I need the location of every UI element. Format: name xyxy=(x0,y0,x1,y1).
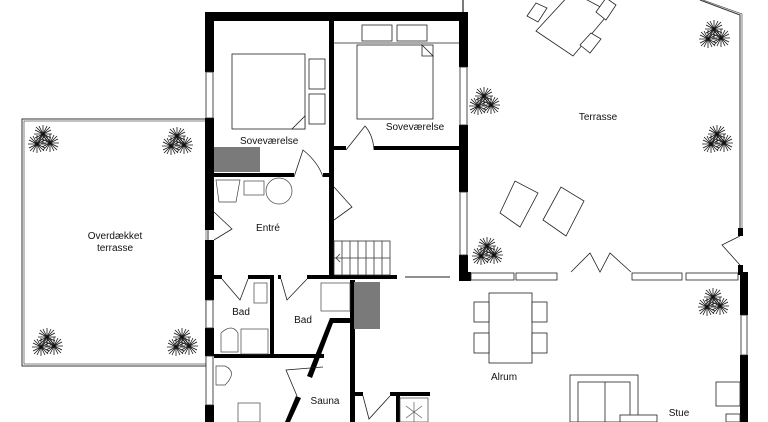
windows xyxy=(205,66,748,406)
room-label-alrum: Alrum xyxy=(490,372,518,383)
closet xyxy=(354,282,380,329)
closet xyxy=(214,147,260,172)
room-label-overdaekket-terrasse: Overdækket terrasse xyxy=(87,231,143,254)
bed xyxy=(231,24,459,130)
furniture xyxy=(473,0,741,422)
room-label-terrasse: Terrasse xyxy=(578,112,618,123)
room-label-entre: Entré xyxy=(256,223,280,234)
room-label-bad: Bad xyxy=(232,307,250,318)
room-label-sovevaerelse: Soveværelse xyxy=(240,136,299,147)
stairs xyxy=(333,240,391,276)
room-label-sauna: Sauna xyxy=(310,396,340,407)
doors xyxy=(213,125,741,420)
room-label-bad: Bad xyxy=(294,315,312,326)
fixtures xyxy=(215,177,429,422)
room-label-sovevaerelse: Soveværelse xyxy=(385,122,445,133)
walls xyxy=(205,12,748,422)
plant-icon xyxy=(469,20,733,316)
room-label-stue: Stue xyxy=(668,408,690,419)
